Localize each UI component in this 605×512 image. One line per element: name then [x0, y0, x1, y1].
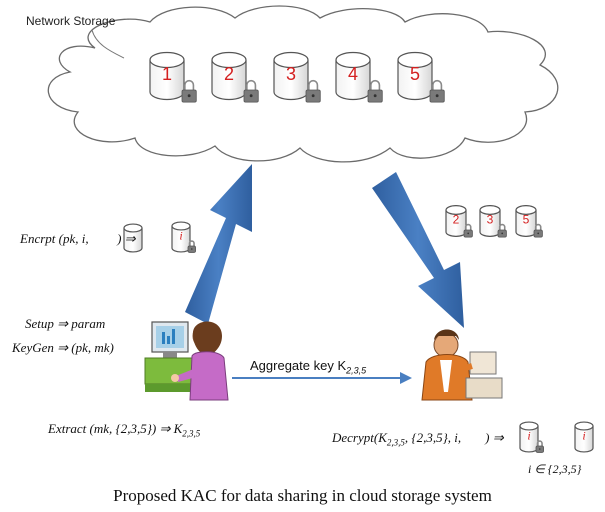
cloud-cylinder-1: 1 — [149, 51, 197, 103]
download-arrow — [372, 172, 464, 328]
shared-cylinder-3: 3 — [479, 205, 507, 238]
encrypt-text: Encrpt (pk, i, — [20, 231, 89, 246]
shared-cylinder-5-lock-icon — [533, 223, 543, 238]
keygen-expression: KeyGen ⇒ (pk, mk) — [12, 340, 114, 355]
encrypt-output-cylinder-index: i — [179, 229, 182, 243]
decrypt-text-a: Decrypt(K — [332, 430, 387, 445]
cloud-cylinder-5: 5 — [397, 51, 445, 103]
decrypt-input-cylinder-index: i — [527, 429, 530, 443]
decrypt-condition: i ∈ {2,3,5} — [528, 462, 582, 476]
cloud-cylinder-3-lock-icon — [305, 79, 321, 103]
cloud-cylinder-5-lock-icon — [429, 79, 445, 103]
shared-cylinder-3-lock-icon — [497, 223, 507, 238]
cloud-cylinder-3-index: 3 — [286, 64, 296, 84]
data-owner-figure — [144, 321, 229, 401]
encrypt-output-cylinder: i — [171, 221, 196, 253]
shared-cylinder-2-index: 2 — [453, 213, 460, 227]
aggregate-key-subscript: 2,3,5 — [346, 365, 367, 376]
cloud-cylinder-2-lock-icon — [243, 79, 259, 103]
cloud-cylinder-2-index: 2 — [224, 64, 234, 84]
cloud-cylinder-4-lock-icon — [367, 79, 383, 103]
decrypt-expression: Decrypt(K2,3,5, {2,3,5}, i, ) ⇒ — [332, 430, 504, 448]
encrypt-input-cylinder — [123, 223, 143, 253]
upload-arrow — [185, 164, 252, 324]
shared-cylinder-2-lock-icon — [463, 223, 473, 238]
setup-expression: Setup ⇒ param — [25, 316, 106, 331]
cloud-cylinder-5-index: 5 — [410, 64, 420, 84]
encrypt-result-text: ) ⇒ — [117, 231, 136, 246]
cloud-cylinder-2: 2 — [211, 51, 259, 103]
data-user-figure — [421, 329, 503, 401]
extract-expression: Extract (mk, {2,3,5}) ⇒ K2,3,5 — [48, 421, 200, 439]
shared-cylinder-2: 2 — [445, 205, 473, 238]
decrypt-output-cylinder-index: i — [582, 429, 585, 443]
shared-cylinder-3-index: 3 — [487, 213, 494, 227]
decrypt-input-cylinder: i — [519, 421, 544, 453]
label-pointer — [91, 29, 125, 59]
extract-text: Extract (mk, {2,3,5}) ⇒ K — [48, 421, 183, 436]
encrypt-output-cylinder-lock-icon — [187, 240, 196, 253]
cloud-cylinder-3: 3 — [273, 51, 321, 103]
aggregate-key-text: Aggregate key K — [250, 358, 347, 373]
decrypt-input-cylinder-lock-icon — [535, 440, 544, 453]
cloud-cylinder-4-index: 4 — [348, 64, 358, 84]
decrypt-output-cylinder: i — [574, 421, 594, 453]
decrypt-text-b: , {2,3,5}, i, — [404, 430, 462, 445]
cloud-cylinder-4: 4 — [335, 51, 383, 103]
network-storage-label: Network Storage — [26, 14, 116, 28]
decrypt-subscript: 2,3,5 — [386, 437, 405, 448]
cylinder-layer: 1 2 3 4 5 2 3 5 i i i — [123, 51, 594, 453]
cloud-cylinder-1-index: 1 — [162, 64, 172, 84]
decrypt-text-c: ) ⇒ — [485, 430, 504, 445]
aggregate-key-label: Aggregate key K2,3,5 — [250, 358, 366, 376]
extract-subscript: 2,3,5 — [182, 428, 201, 439]
shared-cylinder-5-index: 5 — [523, 213, 530, 227]
shared-cylinder-5: 5 — [515, 205, 543, 238]
aggregate-key-arrowhead — [400, 372, 412, 384]
figure-caption: Proposed KAC for data sharing in cloud s… — [113, 486, 492, 505]
encrypt-expression: Encrpt (pk, i, ) ⇒ — [20, 231, 136, 247]
cloud-cylinder-1-lock-icon — [181, 79, 197, 103]
